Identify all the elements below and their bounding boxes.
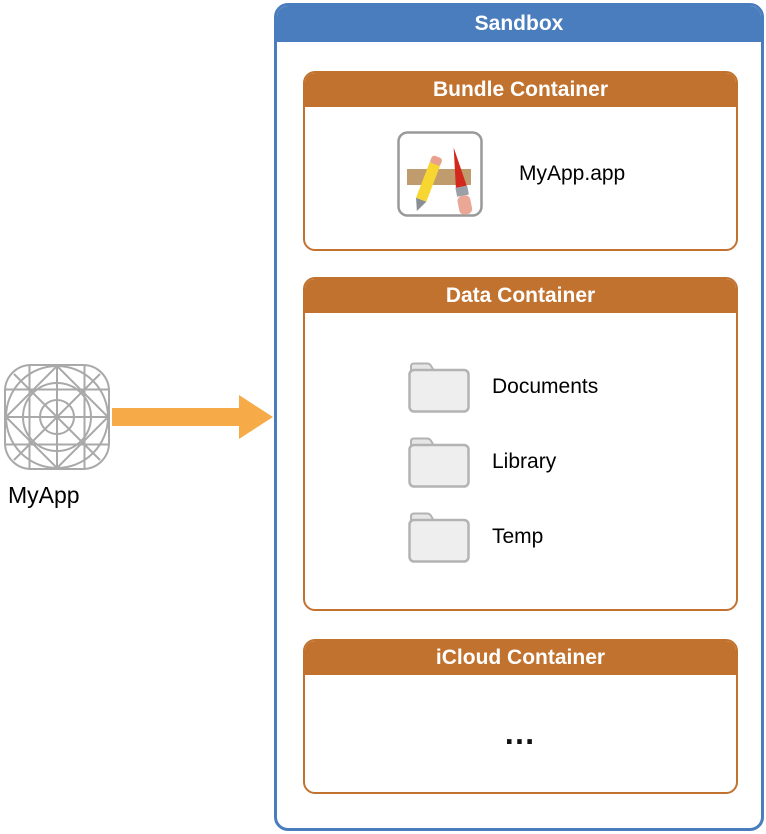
bundle-container: Bundle Container MyApp. [303, 71, 738, 251]
folder-label: Documents [492, 375, 599, 398]
folder-icon [408, 437, 470, 488]
bundle-item-label: MyApp.app [519, 162, 626, 185]
folder-icon [408, 512, 470, 563]
source-app-label: MyApp [8, 482, 80, 508]
icloud-container: iCloud Container … [303, 639, 738, 794]
sandbox-panel: Sandbox Bundle Container [274, 3, 764, 831]
folder-label: Library [492, 450, 557, 473]
folder-icon [408, 362, 470, 413]
app-grid-template-icon [4, 364, 110, 470]
data-container-title: Data Container [305, 279, 736, 313]
app-bundle-icon [397, 131, 483, 217]
bundle-item-row: MyApp.app [397, 131, 625, 217]
right-arrow-icon [112, 395, 273, 439]
bundle-container-title: Bundle Container [305, 73, 736, 107]
data-container: Data Container Documents Library [303, 277, 738, 611]
folder-row-temp: Temp [408, 511, 543, 563]
folder-row-documents: Documents [408, 361, 598, 413]
folder-row-library: Library [408, 436, 556, 488]
sandbox-title: Sandbox [277, 6, 761, 42]
icloud-container-title: iCloud Container [305, 641, 736, 675]
ellipsis-placeholder: … [503, 715, 538, 751]
folder-label: Temp [492, 525, 544, 548]
